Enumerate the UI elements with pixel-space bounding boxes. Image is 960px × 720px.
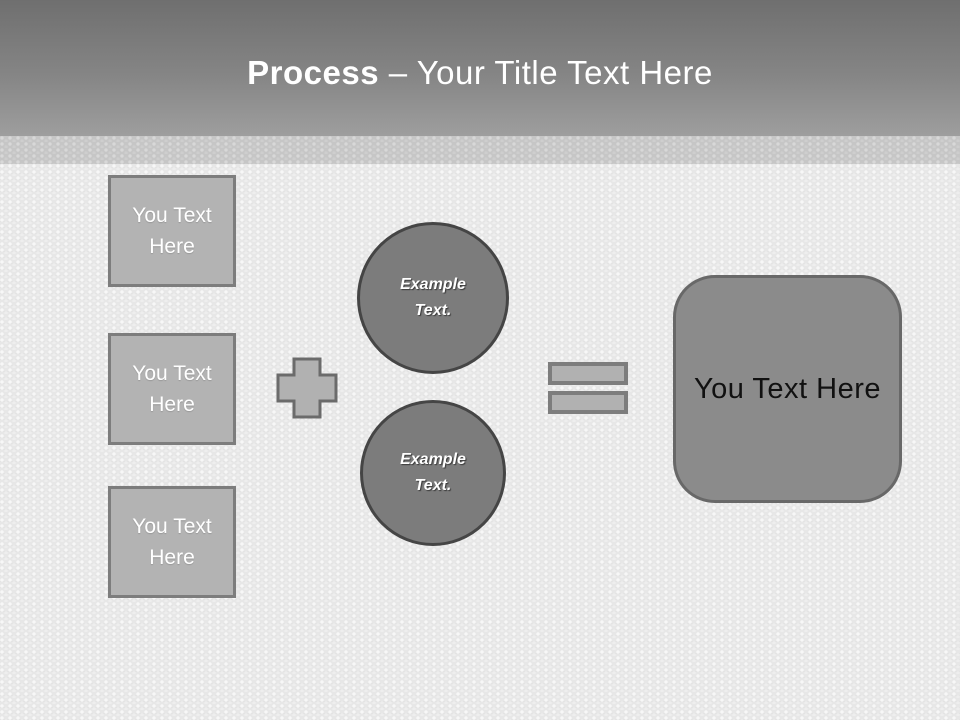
- example-circle-2: Example Text.: [360, 400, 506, 546]
- input-box-2: You Text Here: [108, 333, 236, 445]
- equals-bar-top: [548, 362, 628, 385]
- slide-title-rest: – Your Title Text Here: [379, 54, 713, 91]
- slide-title: Process – Your Title Text Here: [247, 44, 713, 92]
- slide-header: Process – Your Title Text Here: [0, 0, 960, 136]
- slide-title-emphasis: Process: [247, 54, 380, 91]
- example-circle-1: Example Text.: [357, 222, 509, 374]
- equals-bar-bottom: [548, 391, 628, 414]
- header-divider-band: [0, 136, 960, 164]
- plus-icon: [276, 357, 338, 419]
- result-box: You Text Here: [673, 275, 902, 503]
- input-box-1: You Text Here: [108, 175, 236, 287]
- input-box-3: You Text Here: [108, 486, 236, 598]
